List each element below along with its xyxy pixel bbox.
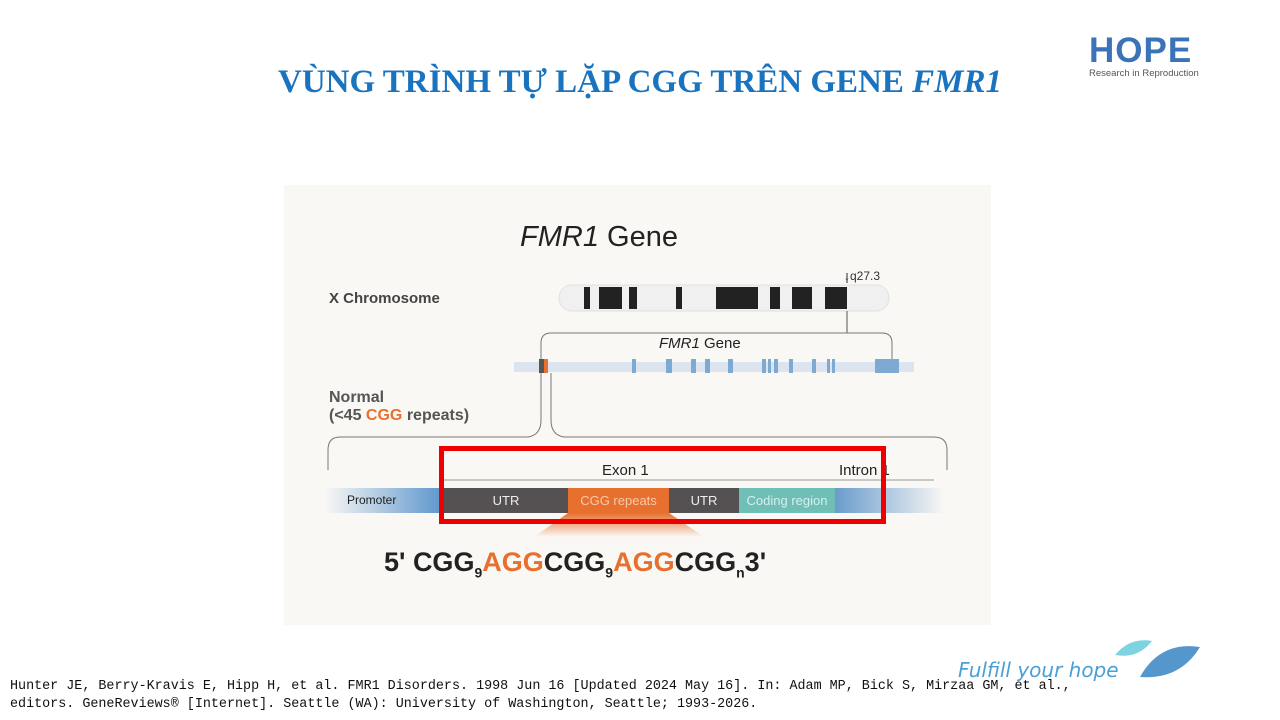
- title-gene: FMR1: [912, 64, 1002, 100]
- seq-sub: 9: [605, 564, 614, 581]
- segment-utr-2: UTR: [669, 488, 739, 513]
- seq-agg: AGG: [613, 547, 675, 577]
- fmr1-gene-figure: FMR1 Gene X Chromosome ↓q27.3 FMR1 Gene …: [284, 185, 991, 625]
- seq-sub: n: [736, 564, 745, 581]
- slide-title: VÙNG TRÌNH TỰ LẶP CGG TRÊN GENE FMR1: [0, 64, 1280, 101]
- heading-rest: Gene: [598, 221, 678, 253]
- seq-sub: 9: [474, 564, 483, 581]
- hope-logo: HOPE Research in Reproduction: [1089, 31, 1204, 79]
- seq-agg: AGG: [482, 547, 544, 577]
- segment-coding-region: Coding region: [739, 488, 835, 513]
- figure-heading: FMR1 Gene: [520, 221, 678, 254]
- logo-name: HOPE: [1089, 31, 1193, 70]
- repeats-cgg: CGG: [365, 407, 403, 424]
- normal-repeats: (<45 CGG repeats): [329, 407, 469, 425]
- heading-gene: FMR1: [520, 221, 599, 253]
- gene-label: FMR1 Gene: [659, 335, 741, 352]
- citation: Hunter JE, Berry-Kravis E, Hipp H, et al…: [10, 679, 1071, 712]
- exon-label: Exon 1: [602, 462, 649, 479]
- leaf-logo-icon: [1115, 640, 1200, 678]
- x-chromosome: [558, 284, 890, 312]
- repeat-sequence: 5' CGG9AGGCGG9AGGCGGn3': [384, 547, 766, 580]
- seq-part: 3': [744, 547, 767, 577]
- intron-label: Intron 1: [839, 462, 890, 479]
- locus-text: q27.3: [850, 269, 881, 283]
- segment-promoter: Promoter: [347, 493, 397, 507]
- locus-label: ↓q27.3: [844, 269, 881, 283]
- chromosome-label: X Chromosome: [329, 290, 440, 307]
- repeats-suffix: repeats): [402, 407, 470, 424]
- highlight-box: [439, 446, 886, 524]
- normal-label: Normal: [329, 389, 385, 406]
- repeats-prefix: (<45: [329, 407, 366, 424]
- gene-label-rest: Gene: [699, 335, 741, 352]
- seq-part: 5' CGG: [384, 547, 475, 577]
- segment-utr-1: UTR: [444, 488, 568, 513]
- seq-part: CGG: [543, 547, 606, 577]
- segment-cgg-repeats: CGG repeats: [568, 488, 669, 513]
- logo-tagline: Research in Reproduction: [1089, 68, 1199, 79]
- title-text: VÙNG TRÌNH TỰ LẶP CGG TRÊN GENE: [277, 64, 913, 100]
- tagline: Fulfill your hope: [958, 658, 1119, 682]
- gene-label-italic: FMR1: [659, 335, 700, 352]
- seq-part: CGG: [674, 547, 737, 577]
